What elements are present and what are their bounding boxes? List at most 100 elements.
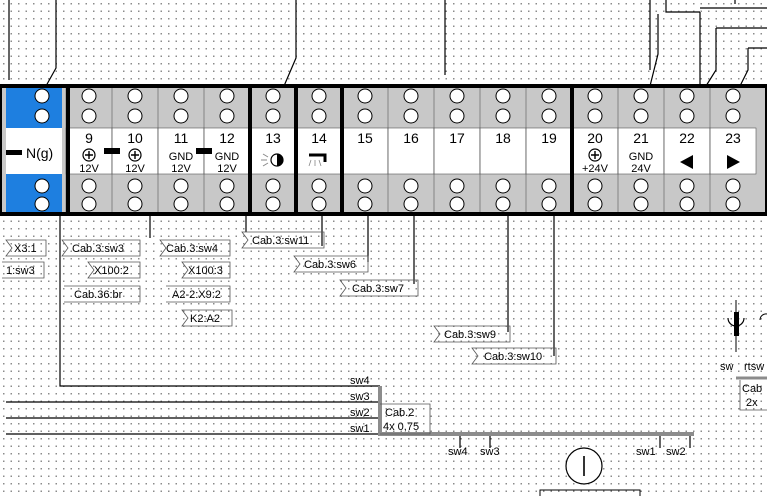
screw-2	[34, 178, 50, 194]
screw-0	[495, 88, 511, 104]
ref-sw3-left: 1:sw3	[6, 265, 35, 277]
right-label-sw: sw	[720, 361, 734, 373]
ref-a2-2-x9-2: A2-2:X9:2	[172, 289, 221, 301]
label-area	[387, 127, 435, 175]
screw-0	[265, 88, 281, 104]
label-area	[525, 127, 573, 175]
terminal-line-0: +24V	[582, 163, 609, 175]
plus-circle-icon	[82, 148, 96, 162]
screw-0	[127, 88, 143, 104]
plus-sign	[85, 151, 93, 159]
screw-3	[357, 196, 373, 212]
screw-3	[449, 196, 465, 212]
ref-cab3-sw11: Cab.3:sw11	[252, 235, 309, 247]
screw-1	[679, 108, 695, 124]
bottom-label-sw3: sw3	[480, 446, 500, 458]
screw-0	[311, 88, 327, 104]
ref-cab3-sw10: Cab.3:sw10	[484, 351, 542, 363]
screw-1	[725, 108, 741, 124]
screw-1	[34, 108, 50, 124]
wire-label-sw4: sw4	[350, 375, 370, 387]
label-area	[709, 127, 757, 175]
screw-1	[219, 108, 235, 124]
bridge-bar	[6, 150, 22, 155]
right-cable-spec: 2x	[746, 397, 758, 409]
ref-x100-3: X100:3	[188, 265, 223, 277]
screw-2	[679, 178, 695, 194]
terminal-number: 13	[265, 130, 281, 146]
terminal-line-0: 12V	[125, 163, 145, 175]
screw-2	[219, 178, 235, 194]
screw-2	[587, 178, 603, 194]
terminal-number: 22	[679, 130, 695, 146]
terminal-18: 18	[479, 86, 527, 214]
terminal-number: 12	[219, 130, 235, 146]
screw-0	[633, 88, 649, 104]
screw-0	[34, 88, 50, 104]
terminal-17: 17	[433, 86, 481, 214]
screw-3	[265, 196, 281, 212]
screw-3	[633, 196, 649, 212]
screw-0	[403, 88, 419, 104]
screw-2	[403, 178, 419, 194]
terminal-line-1: 24V	[631, 163, 651, 175]
wire-label-sw2: sw2	[350, 407, 370, 419]
screw-1	[495, 108, 511, 124]
arrow-left-icon	[680, 155, 693, 169]
label-area	[341, 127, 389, 175]
screw-3	[495, 196, 511, 212]
screw-2	[357, 178, 373, 194]
down-wires	[6, 214, 691, 448]
screw-1	[541, 108, 557, 124]
screw-2	[725, 178, 741, 194]
screw-0	[81, 88, 97, 104]
switch-symbol	[539, 447, 641, 496]
screw-1	[449, 108, 465, 124]
terminal-line-0: GND	[215, 151, 240, 163]
terminal-number: 10	[127, 130, 143, 146]
ref-cab3-sw9: Cab.3:sw9	[444, 329, 496, 341]
ref-x3-1: X3:1	[14, 243, 37, 255]
screw-3	[311, 196, 327, 212]
plus-sign	[591, 151, 599, 159]
screw-3	[173, 196, 189, 212]
terminal-16: 16	[387, 86, 435, 214]
screw-0	[357, 88, 373, 104]
terminal-number: 18	[495, 130, 511, 146]
label-area	[479, 127, 527, 175]
terminal-23: 23	[709, 86, 757, 214]
terminal-number: 11	[174, 130, 189, 146]
terminal-number: 20	[587, 130, 603, 146]
wire-label-sw1: sw1	[350, 423, 370, 435]
plus-sign	[131, 151, 139, 159]
lamp-half	[277, 154, 283, 166]
screw-2	[449, 178, 465, 194]
screw-1	[403, 108, 419, 124]
top-wires	[8, 0, 767, 87]
label-area	[433, 127, 481, 175]
terminal-13: 13	[249, 86, 297, 214]
screw-0	[587, 88, 603, 104]
bottom-label-sw1: sw1	[636, 446, 656, 458]
ref-cab3-sw3: Cab.3:sw3	[72, 243, 124, 255]
screw-3	[725, 196, 741, 212]
terminal-number: 21	[633, 130, 649, 146]
terminal-15: 15	[341, 86, 389, 214]
ref-cab36-br: Cab.36:br	[74, 289, 123, 301]
strip-frame	[0, 84, 767, 216]
shower-drops	[308, 159, 322, 167]
label-area	[663, 127, 711, 175]
reference-labels	[2, 231, 557, 365]
wire-label-sw3: sw3	[350, 391, 370, 403]
terminal-number: 19	[541, 130, 557, 146]
cable-name: Cab.2	[385, 407, 414, 419]
terminal-line-1: 12V	[171, 163, 191, 175]
screw-1	[311, 108, 327, 124]
right-cable-name: Cab	[742, 383, 762, 395]
screw-2	[495, 178, 511, 194]
screw-2	[541, 178, 557, 194]
terminal-20: 20 +24V	[571, 86, 619, 214]
terminal-number: 17	[449, 130, 465, 146]
screw-1	[173, 108, 189, 124]
